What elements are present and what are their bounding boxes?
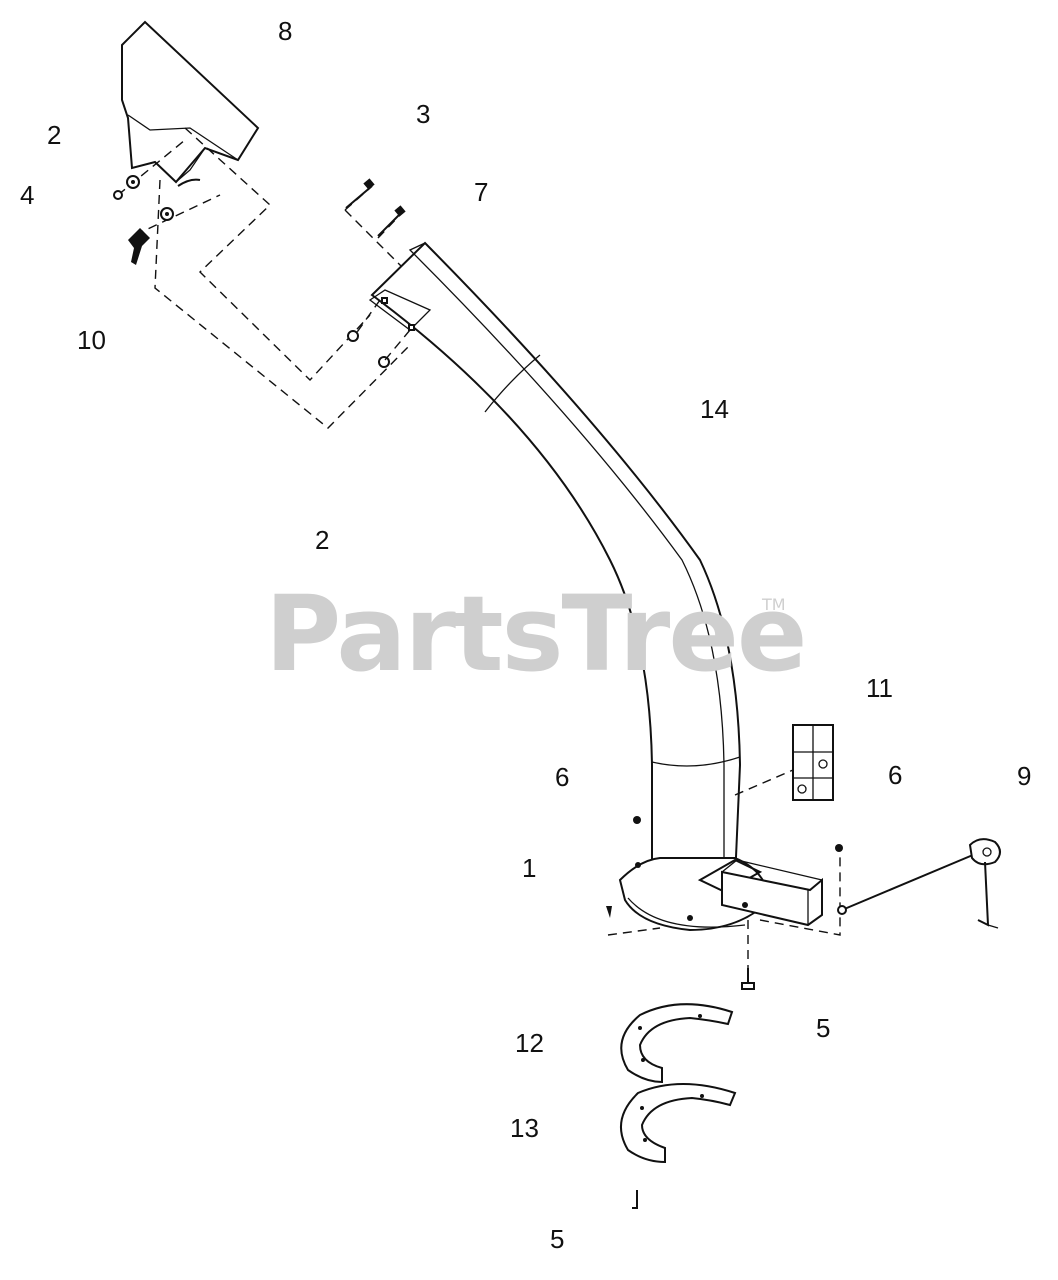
callout-9: 9 xyxy=(1017,761,1032,791)
callout-4: 4 xyxy=(20,180,35,210)
flange-bolt xyxy=(741,920,755,990)
callout-6: 6 xyxy=(555,762,570,792)
callout-2: 2 xyxy=(47,120,62,150)
callout-13: 13 xyxy=(510,1113,539,1143)
callout-3: 3 xyxy=(416,99,431,129)
half-ring-upper xyxy=(620,1003,734,1084)
nut-icon xyxy=(378,356,390,368)
callout-6: 6 xyxy=(888,760,903,790)
nut-icon xyxy=(347,330,359,342)
hood-hardware xyxy=(113,175,174,265)
callout-10: 10 xyxy=(77,325,106,355)
callout-2: 2 xyxy=(315,525,330,555)
partstree-watermark: PartsTree xyxy=(265,573,807,695)
discharge-chute xyxy=(347,241,742,881)
carriage-bolts xyxy=(345,178,406,237)
warning-decal xyxy=(734,724,834,801)
chute-base-flange xyxy=(606,816,843,936)
bottom-pin xyxy=(632,1190,638,1209)
deflector-hood xyxy=(121,20,260,187)
callout-11: 11 xyxy=(866,673,893,703)
callout-5: 5 xyxy=(550,1224,565,1254)
lock-pin xyxy=(837,838,1001,929)
nut-icon xyxy=(113,190,123,200)
half-ring-lower xyxy=(620,1083,737,1164)
callout-14: 14 xyxy=(700,394,729,424)
trademark-symbol: TM xyxy=(762,595,786,614)
callout-1: 1 xyxy=(522,853,537,883)
callout-8: 8 xyxy=(278,16,293,46)
callout-7: 7 xyxy=(474,177,489,207)
callout-12: 12 xyxy=(515,1028,544,1058)
wing-knob-icon xyxy=(128,228,150,265)
callout-5: 5 xyxy=(816,1013,831,1043)
